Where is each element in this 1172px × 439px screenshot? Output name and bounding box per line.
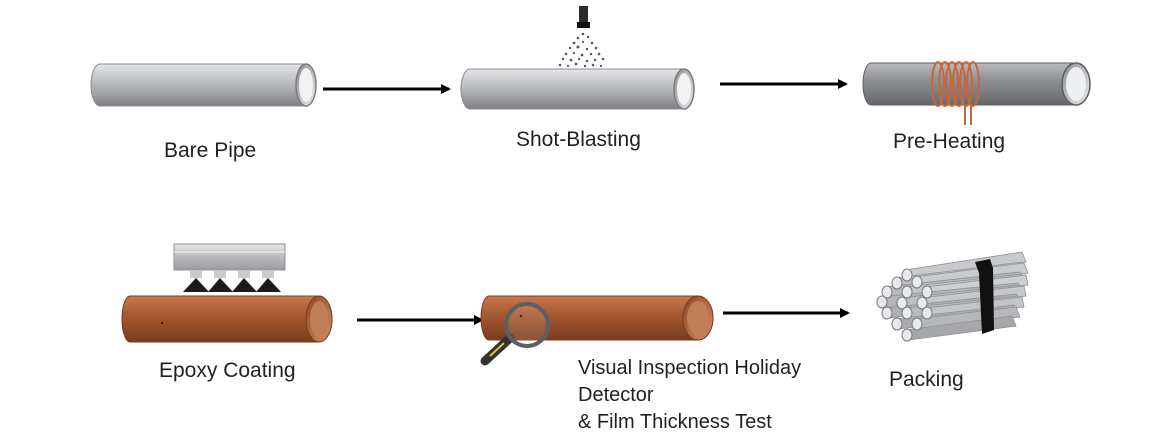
step-label-shot-blasting: Shot-Blasting <box>516 128 641 151</box>
step-label-pre-heating: Pre-Heating <box>893 130 1006 153</box>
coating-applicator-icon <box>173 243 286 292</box>
induction-coil-icon <box>931 61 980 125</box>
step-label-epoxy-coating: Epoxy Coating <box>159 359 296 382</box>
step-label-packing: Packing <box>889 368 964 391</box>
magnifier-icon <box>480 302 550 366</box>
step-label-bare-pipe: Bare Pipe <box>164 139 257 162</box>
spray-nozzle-icon <box>558 6 605 68</box>
bundled-pipes-icon <box>876 251 1029 342</box>
inspection-label-line: Visual Inspection Holiday <box>578 357 802 379</box>
inspection-label-line: Detector <box>578 384 654 406</box>
pipe-icon <box>862 62 1091 106</box>
step-label-inspection: Visual Inspection Holiday Detector & Fil… <box>578 355 801 436</box>
bare-pipe-icon <box>90 63 317 107</box>
coated-pipe-icon <box>121 295 333 343</box>
inspection-label-line: & Film Thickness Test <box>578 411 772 433</box>
pipe-icon <box>460 68 695 110</box>
